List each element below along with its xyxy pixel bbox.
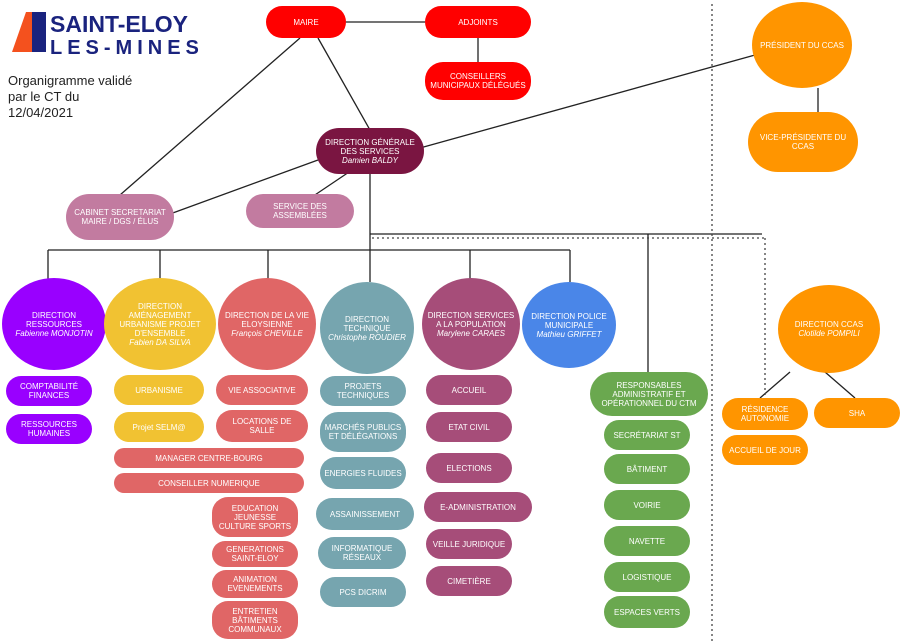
ctm-head-node: RESPONSABLES ADMINISTRATIF ET OPÉRATIONN… xyxy=(590,372,708,416)
service-navette: NAVETTE xyxy=(604,526,690,556)
assemblees-node: SERVICE DES ASSEMBLÉES xyxy=(246,194,354,228)
president-ccas-node: PRÉSIDENT DU CCAS xyxy=(752,2,852,88)
service-manager-centre-bourg: MANAGER CENTRE-BOURG xyxy=(114,448,304,468)
service-espaces-verts: ESPACES VERTS xyxy=(604,596,690,628)
service-animation: ANIMATION EVENEMENTS xyxy=(212,570,298,598)
service-residence-autonomie: RÉSIDENCE AUTONOMIE xyxy=(722,398,808,430)
service-secretariat-st: SECRÉTARIAT ST xyxy=(604,420,690,450)
service-marches-publics: MARCHÉS PUBLICS ET DÉLÉGATIONS xyxy=(320,412,406,452)
service-accueil: ACCUEIL xyxy=(426,375,512,405)
logo-text-line2: LES-MINES xyxy=(50,37,204,56)
service-elections: ELECTIONS xyxy=(426,453,512,483)
saint-eloy-logo: SAINT-ELOY LES-MINES xyxy=(12,11,204,56)
service-entretien: ENTRETIEN BÂTIMENTS COMMUNAUX xyxy=(212,601,298,639)
conseillers-node: CONSEILLERS MUNICIPAUX DÉLÉGUÉS xyxy=(425,62,531,100)
caption: Organigramme validé par le CT du 12/04/2… xyxy=(8,73,133,120)
adjoints-node: ADJOINTS xyxy=(425,6,531,38)
service-generations: GENERATIONS SAINT-ELOY xyxy=(212,541,298,567)
service-locations-salle: LOCATIONS DE SALLE xyxy=(216,410,308,442)
service-projet-selma: Projet SELM@ xyxy=(114,412,204,442)
service-education: EDUCATION JEUNESSE CULTURE SPORTS xyxy=(212,497,298,537)
service-rh: RESSOURCES HUMAINES xyxy=(6,414,92,444)
direction-amenagement-node: DIRECTION AMÉNAGEMENT URBANISME PROJET D… xyxy=(104,278,216,370)
logo-triangle-orange xyxy=(12,12,32,52)
service-e-administration: E-ADMINISTRATION xyxy=(424,492,532,522)
service-veille-juridique: VEILLE JURIDIQUE xyxy=(426,529,512,559)
maire-node: MAIRE xyxy=(266,6,346,38)
service-logistique: LOGISTIQUE xyxy=(604,562,690,592)
service-etat-civil: ETAT CIVIL xyxy=(426,412,512,442)
logo-text-line1: SAINT-ELOY xyxy=(50,11,188,37)
service-urbanisme: URBANISME xyxy=(114,375,204,405)
service-projets-techniques: PROJETS TECHNIQUES xyxy=(320,376,406,406)
service-accueil-de-jour: ACCUEIL DE JOUR xyxy=(722,435,808,465)
logo-bar-blue xyxy=(32,12,46,52)
service-assainissement: ASSAINISSEMENT xyxy=(316,498,414,530)
service-sha: SHA xyxy=(814,398,900,428)
service-vie-associative: VIE ASSOCIATIVE xyxy=(216,375,308,405)
service-pcs-dicrim: PCS DICRIM xyxy=(320,577,406,607)
cabinet-node: CABINET SECRETARIAT MAIRE / DGS / ÉLUS xyxy=(66,194,174,240)
service-energies: ENERGIES FLUIDES xyxy=(320,457,406,489)
service-cimetiere: CIMETIÈRE xyxy=(426,566,512,596)
vice-president-ccas-node: VICE-PRÉSIDENTE DU CCAS xyxy=(748,112,858,172)
service-comptabilite: COMPTABILITÉ FINANCES xyxy=(6,376,92,406)
service-informatique: INFORMATIQUE RÉSEAUX xyxy=(318,537,406,569)
service-conseiller-numerique: CONSEILLER NUMERIQUE xyxy=(114,473,304,493)
service-voirie: VOIRIE xyxy=(604,490,690,520)
service-batiment: BÂTIMENT xyxy=(604,454,690,484)
